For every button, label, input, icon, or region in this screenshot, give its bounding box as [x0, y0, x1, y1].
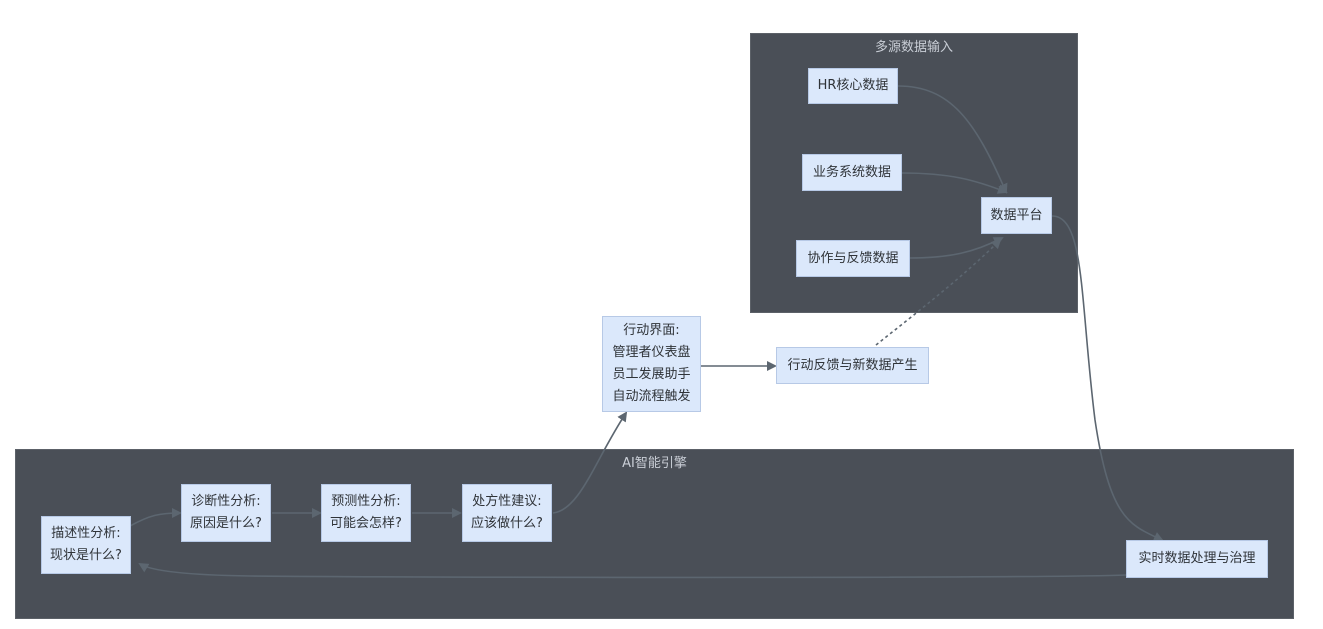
- node-action-interface: 行动界面: 管理者仪表盘 员工发展助手 自动流程触发: [602, 316, 701, 412]
- node-diagnostic-analysis: 诊断性分析: 原因是什么?: [181, 484, 271, 542]
- node-prescriptive-suggestion: 处方性建议: 应该做什么?: [462, 484, 552, 542]
- cluster-title-sources: 多源数据输入: [874, 40, 953, 55]
- node-data-platform: 数据平台: [981, 197, 1052, 234]
- node-descriptive-analysis: 描述性分析: 现状是什么?: [41, 516, 131, 574]
- cluster-title-ai: AI智能引擎: [622, 456, 687, 471]
- node-realtime-processing: 实时数据处理与治理: [1126, 540, 1268, 578]
- node-business-system-data: 业务系统数据: [802, 154, 902, 191]
- node-hr-core-data: HR核心数据: [808, 68, 898, 104]
- node-action-feedback: 行动反馈与新数据产生: [776, 347, 929, 384]
- node-collab-feedback-data: 协作与反馈数据: [796, 240, 910, 277]
- node-predictive-analysis: 预测性分析: 可能会怎样?: [321, 484, 411, 542]
